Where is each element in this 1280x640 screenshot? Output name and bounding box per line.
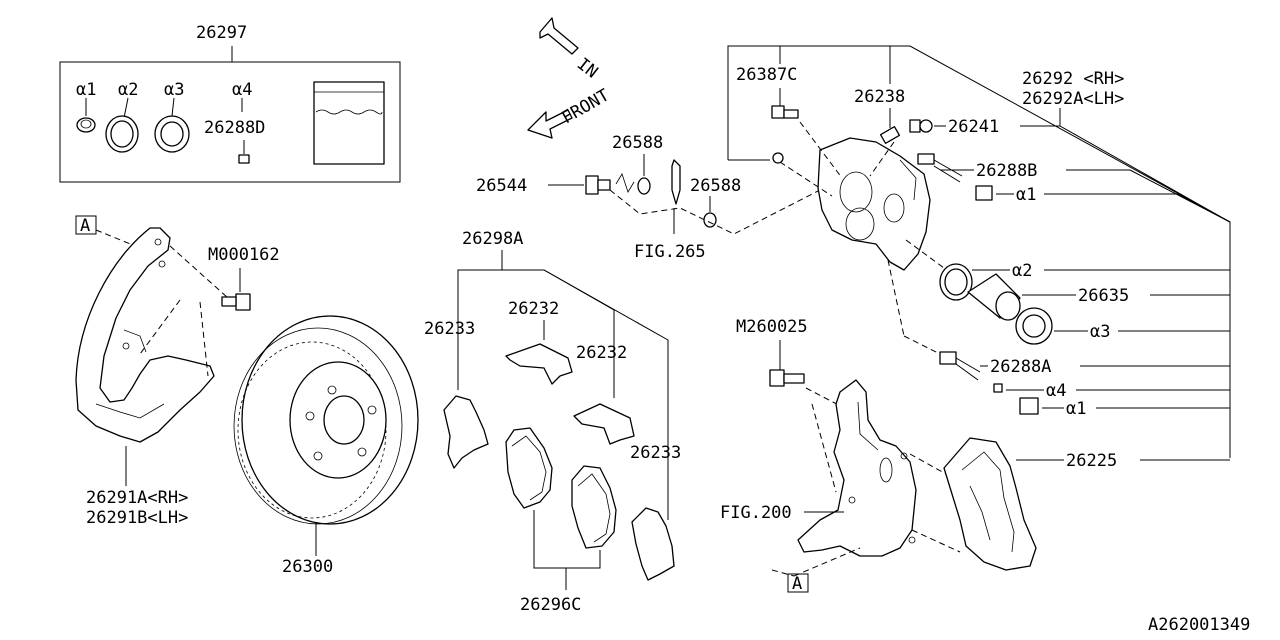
front-arrow-label: FRONT (559, 85, 613, 128)
caliper-piston-icon (967, 273, 1021, 321)
knuckle-group: M260025 FIG.200 26225 A (720, 317, 1230, 594)
ref-a-left: A (80, 216, 90, 236)
clip-1-label: 26232 (508, 299, 559, 319)
alpha4-label: α4 (1046, 381, 1066, 401)
brake-hose-group: 26544 26588 26588 FIG.265 (476, 133, 821, 262)
bleeder-cap-label: 26387C (736, 65, 797, 85)
pad-clip-1 (505, 343, 573, 385)
pad-clip-2 (573, 403, 635, 445)
guide-boot-lower-icon (1019, 397, 1039, 415)
caliper-group: 26387C 26238 26292 <RH> 26292A<LH> 26241 (727, 45, 1231, 458)
pin-bushing-icon (993, 383, 1003, 393)
kit-box (59, 61, 401, 183)
seal-kit-group: 26297 α1 α2 α3 α4 26288D (59, 23, 401, 183)
pin-a-label: 26288A (990, 357, 1051, 377)
bleeder-label: 26238 (854, 87, 905, 107)
brake-pad-inner (505, 427, 553, 509)
caliper-rh-label: 26292 <RH> (1022, 69, 1124, 89)
fig-200-label: FIG.200 (720, 503, 792, 523)
alpha2-label: α2 (1012, 261, 1032, 281)
brake-pad-outer (571, 465, 617, 549)
steering-knuckle (797, 379, 917, 557)
in-arrow: IN (539, 17, 601, 83)
disc-rotor-group: 26300 (233, 315, 419, 577)
bleeder-cap-icon (771, 105, 799, 119)
kit-item-a1: α1 (76, 80, 96, 100)
dust-shield (75, 227, 215, 443)
clip-2-label: 26232 (576, 343, 627, 363)
caliper-support (943, 437, 1037, 571)
piston-label: 26635 (1078, 286, 1129, 306)
shim-right-label: 26233 (630, 443, 681, 463)
knuckle-bolt-label: M260025 (736, 317, 808, 337)
ref-a-box-right (787, 573, 809, 593)
caliper-body (817, 137, 931, 271)
banjo-bolt-label: 26544 (476, 176, 527, 196)
washer-2-icon (703, 212, 717, 228)
kit-pin-label: 26288D (204, 118, 265, 138)
front-arrow: FRONT (527, 85, 613, 139)
shield-lh-label: 26291B<LH> (86, 508, 188, 528)
kit-pin-icon (238, 154, 250, 164)
guide-boot-upper-icon (975, 185, 993, 201)
alpha1-upper-label: α1 (1016, 185, 1036, 205)
kit-item-a2: α2 (118, 80, 138, 100)
alpha3-label: α3 (1090, 322, 1110, 342)
washer-1-label: 26588 (612, 133, 663, 153)
kit-seal-ring-icon (105, 115, 139, 153)
shield-bolt-label: M000162 (208, 245, 280, 265)
pad-shim-left (443, 395, 489, 469)
kit-dust-boot-icon (154, 115, 190, 153)
washer-2-label: 26588 (690, 176, 741, 196)
shield-bolt-icon (221, 293, 251, 311)
diagram-id: A262001349 (1148, 615, 1250, 635)
alpha1-lower-label: α1 (1066, 399, 1086, 419)
bleeder-plug-icon (909, 119, 933, 133)
ref-a-box-left (75, 215, 97, 235)
pin-b-label: 26288B (976, 161, 1037, 181)
dust-shield-group: A M000162 26291A<RH> 26291B<LH> (75, 215, 280, 528)
guide-pin-a-icon (939, 351, 981, 381)
caliper-lh-label: 26292A<LH> (1022, 89, 1124, 109)
pad-kit-label: 26298A (462, 229, 523, 249)
bleeder-screw-icon (879, 126, 901, 144)
shield-rh-label: 26291A<RH> (86, 488, 188, 508)
banjo-bolt-icon (585, 175, 611, 195)
kit-boot-icon (76, 117, 96, 133)
in-arrow-label: IN (573, 54, 601, 82)
ref-a-right: A (792, 574, 802, 594)
support-label: 26225 (1066, 451, 1117, 471)
pad-shim-right (631, 507, 675, 581)
guide-pin-b-icon (917, 153, 963, 183)
hose-fitting-icon (671, 159, 681, 205)
kit-item-a3: α3 (164, 80, 184, 100)
dust-boot-icon (1015, 307, 1053, 345)
kit-item-a4: α4 (232, 80, 252, 100)
washer-1-icon (637, 177, 651, 195)
shim-left-label: 26233 (424, 319, 475, 339)
rotor-label: 26300 (282, 557, 333, 577)
bleeder-plug-label: 26241 (948, 117, 999, 137)
fig-265-label: FIG.265 (634, 242, 706, 262)
kit-part-number: 26297 (196, 23, 247, 43)
pad-set-group: 26298A 26233 26232 26232 26233 26296C (424, 229, 681, 615)
grease-pack-icon (313, 81, 385, 165)
knuckle-bolt-icon (769, 369, 805, 387)
pads-label: 26296C (520, 595, 581, 615)
